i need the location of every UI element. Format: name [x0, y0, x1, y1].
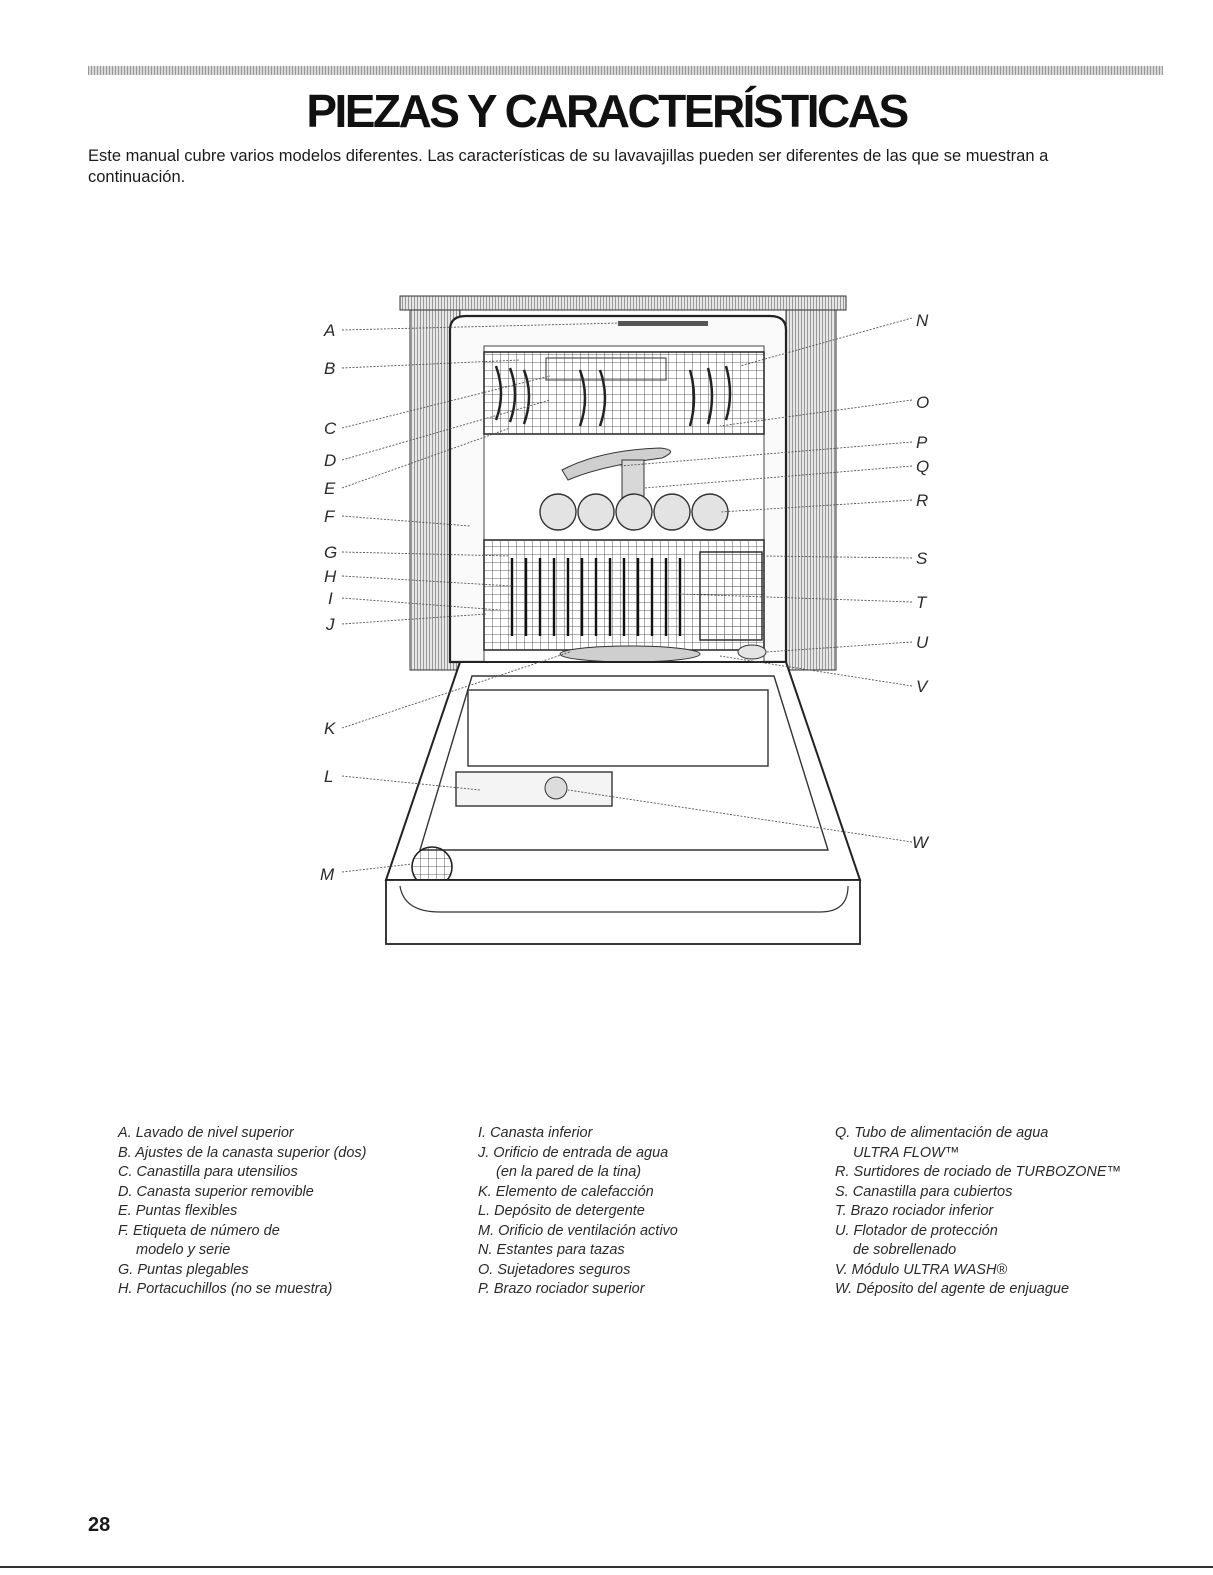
- legend-item-q: Q. Tubo de alimentación de agua: [835, 1125, 1049, 1141]
- legend-item-n: N. Estantes para tazas: [478, 1242, 625, 1258]
- callout-u: U: [916, 633, 929, 652]
- callout-p: P: [916, 433, 928, 452]
- rinse-aid-cap: [544, 776, 568, 800]
- countertop: [399, 295, 847, 311]
- door-base-curve: [399, 885, 849, 913]
- callout-t: T: [916, 593, 928, 612]
- callout-w: W: [912, 833, 930, 852]
- callout-b: B: [324, 359, 335, 378]
- callout-h: H: [324, 567, 337, 586]
- legend-item-s: S. Canastilla para cubiertos: [835, 1183, 1013, 1200]
- callout-s: S: [916, 549, 928, 568]
- legend-item-v: V. Módulo ULTRA WASH®: [835, 1261, 1008, 1278]
- upper-rack-tines: [494, 365, 732, 427]
- legend-item-w: W. Déposito del agente de enjuague: [835, 1281, 1070, 1297]
- utensil-tray: [545, 357, 667, 381]
- callout-d: D: [324, 451, 336, 470]
- legend-item-r: R. Surtidores de rociado de TURBOZONE™: [835, 1164, 1122, 1180]
- callout-l: L: [324, 767, 333, 786]
- bottom-rule: [0, 1566, 1213, 1568]
- legend-item-j-cont: (en la pared de la tina): [496, 1164, 642, 1180]
- legend-item-k: K. Elemento de calefacción: [478, 1183, 654, 1200]
- legend-item-o: O. Sujetadores seguros: [478, 1261, 631, 1278]
- legend-item-e: E. Puntas flexibles: [118, 1203, 238, 1219]
- overfill-float: [737, 644, 767, 660]
- legend-item-l: L. Depósito de detergente: [478, 1203, 645, 1219]
- legend-item-a: A. Lavado de nivel superior: [118, 1125, 294, 1141]
- legend-item-m: M. Orificio de ventilación activo: [478, 1222, 678, 1239]
- callout-v: V: [916, 677, 929, 696]
- callout-o: O: [916, 393, 929, 412]
- intro-text: Este manual cubre varios modelos diferen…: [88, 147, 1049, 186]
- top-rule: [88, 66, 1163, 75]
- spray-jets: [539, 493, 729, 531]
- top-spray: [618, 321, 708, 326]
- legend-column-3: Q. Tubo de alimentación de agua ULTRA FL…: [835, 1124, 1205, 1300]
- legend-item-p: P. Brazo rociador superior: [478, 1281, 645, 1297]
- callout-k: K: [324, 719, 336, 738]
- legend-item-g: G. Puntas plegables: [118, 1261, 249, 1278]
- callout-e: E: [324, 479, 336, 498]
- callout-n: N: [916, 311, 929, 330]
- page-title: PIEZAS Y CARACTERÍSTICAS: [306, 85, 909, 137]
- callout-m: M: [320, 865, 335, 884]
- dishwasher-diagram: A B C D E F G H I J K L M N O P Q R S T …: [300, 290, 950, 960]
- legend-item-i: I. Canasta inferior: [478, 1125, 593, 1141]
- legend-item-t: T. Brazo rociador inferior: [835, 1203, 994, 1219]
- legend-item-u: U. Flotador de protección: [835, 1222, 998, 1239]
- page-number: 28: [88, 1514, 111, 1536]
- dishwasher-illustration: A B C D E F G H I J K L M N O P Q R S T …: [320, 295, 930, 945]
- upper-spray-arm: [561, 447, 671, 481]
- legend-item-c: C. Canastilla para utensilios: [118, 1164, 298, 1180]
- callout-f: F: [324, 507, 336, 526]
- legend-item-u-cont: de sobrellenado: [853, 1242, 957, 1258]
- leader-lines: [341, 317, 913, 873]
- detergent-dispenser: [455, 771, 613, 807]
- legend-item-d: D. Canasta superior removible: [118, 1183, 314, 1200]
- lower-spray-arm: [559, 645, 701, 663]
- legend-item-b: B. Ajustes de la canasta superior (dos): [118, 1144, 367, 1161]
- door-inner: [419, 675, 829, 851]
- callout-i: I: [328, 589, 333, 608]
- legend-column-1: A. Lavado de nivel superior B. Ajustes d…: [118, 1124, 458, 1300]
- lower-rack-tines: [510, 558, 682, 636]
- callout-r: R: [916, 491, 928, 510]
- silverware-basket: [699, 551, 763, 641]
- upper-rack: [483, 351, 765, 435]
- callout-q: Q: [916, 457, 929, 476]
- callout-g: G: [324, 543, 337, 562]
- cabinet-right: [785, 309, 837, 671]
- legend-item-h: H. Portacuchillos (no se muestra): [118, 1281, 333, 1297]
- legend-column-2: I. Canasta inferior J. Orificio de entra…: [478, 1124, 808, 1300]
- callout-j: J: [325, 615, 335, 634]
- door-window: [467, 689, 769, 767]
- legend-item-q-cont: ULTRA FLOW™: [853, 1144, 960, 1161]
- legend-item-f-cont: modelo y serie: [136, 1242, 231, 1258]
- callout-c: C: [324, 419, 337, 438]
- legend-item-j: J. Orificio de entrada de agua: [478, 1144, 669, 1161]
- callout-a: A: [323, 321, 335, 340]
- legend-item-f: F. Etiqueta de número de: [118, 1222, 280, 1239]
